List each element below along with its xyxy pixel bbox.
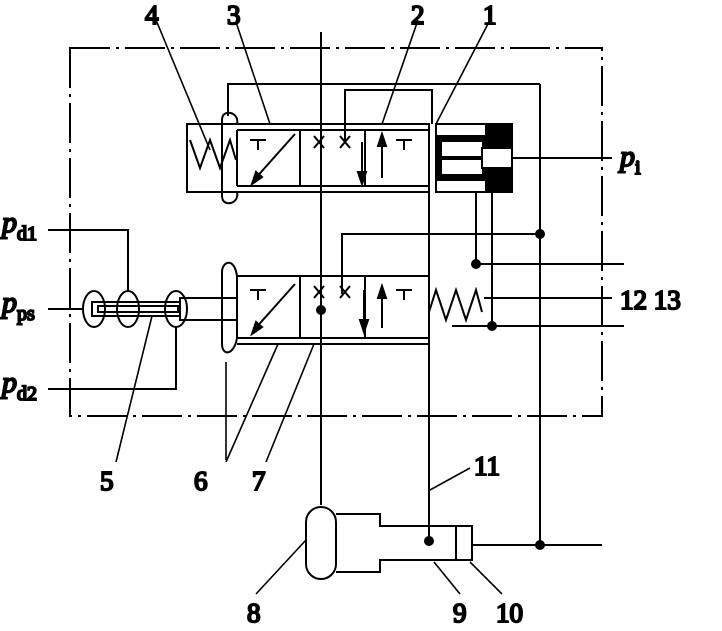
callout-2: 2: [411, 0, 425, 30]
port-label-pd2: pd2: [0, 366, 37, 405]
pilot-actuator-5: [48, 229, 188, 390]
callout-6: 6: [194, 466, 208, 496]
spring-icon: [428, 286, 483, 324]
callout-5: 5: [100, 466, 114, 496]
callout-10: 10: [496, 598, 523, 628]
callout-12-13: 12 13: [620, 285, 681, 315]
callout-8: 8: [247, 598, 261, 628]
piston-1: [435, 123, 612, 193]
callout-11: 11: [474, 451, 500, 481]
spring-icon: [189, 136, 237, 171]
port-label-pi: pi: [618, 140, 641, 179]
callout-7: 7: [252, 466, 266, 496]
enclosure-boundary: [69, 47, 603, 417]
upper-valve: [186, 83, 540, 205]
port-label-pps: pps: [0, 286, 35, 325]
callout-1: 1: [483, 0, 497, 30]
leader-lines: [115, 19, 503, 595]
callout-4: 4: [145, 0, 159, 30]
lower-cylinder: [305, 506, 602, 580]
callout-9: 9: [453, 598, 467, 628]
lower-valve: [179, 233, 540, 354]
callout-3: 3: [227, 0, 241, 30]
port-label-pd1: pd1: [0, 206, 37, 245]
